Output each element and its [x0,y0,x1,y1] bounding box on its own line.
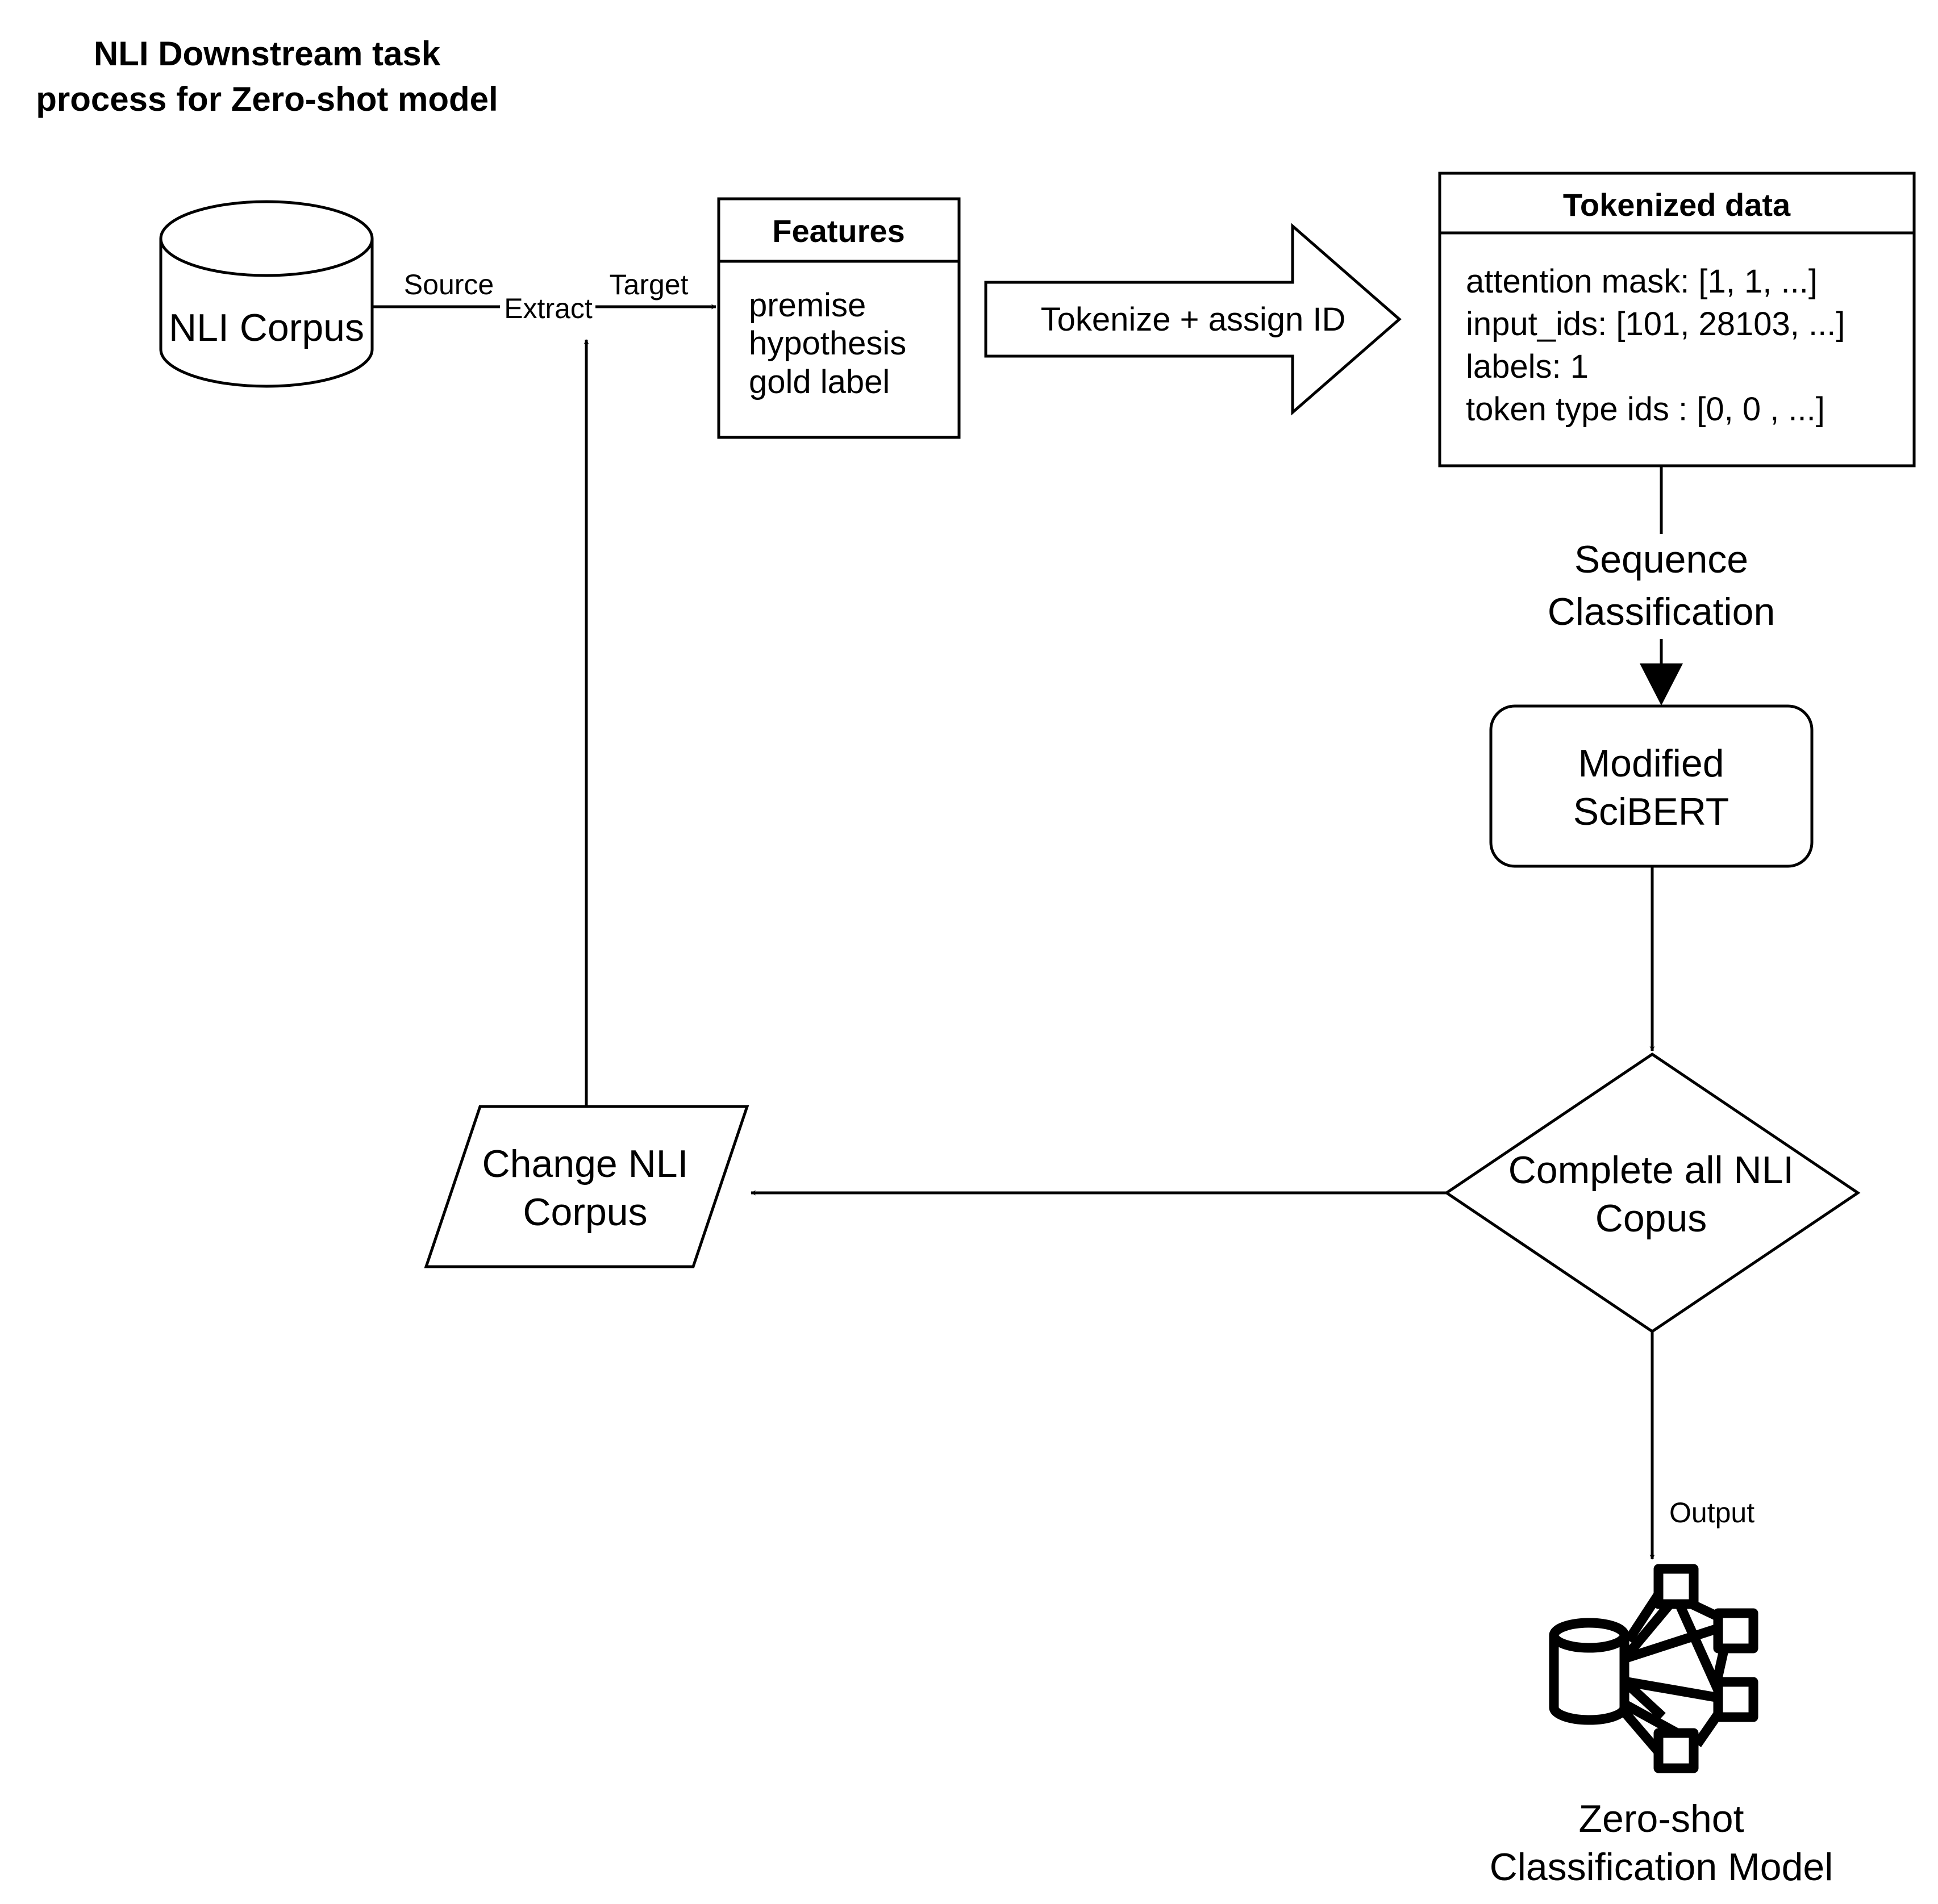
edge-source-label: Source [404,269,494,300]
diagram-title: NLI Downstream task process for Zero-sho… [36,35,498,118]
change-line-1: Change NLI [482,1142,689,1185]
zero-shot-model-label: Zero-shot Classification Model [1490,1797,1833,1889]
tokenized-item: token type ids : [0, 0 , ...] [1466,391,1825,428]
nli-corpus-cylinder: NLI Corpus [159,200,374,388]
nli-corpus-label: NLI Corpus [169,306,364,349]
features-item: gold label [749,364,890,400]
seq-class-line-1: Sequence [1574,538,1748,581]
edge-target-label: Target [610,269,689,300]
change-corpus-box: Change NLI Corpus [424,1105,749,1268]
model-line-2: SciBERT [1573,790,1729,833]
title-line-2: process for Zero-shot model [36,80,498,118]
final-line-2: Classification Model [1490,1845,1833,1889]
features-box: Features premise hypothesis gold label [717,197,961,439]
features-header: Features [772,213,905,249]
model-line-1: Modified [1578,742,1724,785]
tokenized-header: Tokenized data [1563,187,1791,223]
tokenized-item: attention mask: [1, 1, ...] [1466,263,1818,300]
decision-line-2: Copus [1595,1197,1707,1240]
sequence-classification-edge: Sequence Classification [1548,466,1776,705]
tokenize-label: Tokenize + assign ID [1041,301,1346,338]
database-network-icon [1549,1564,1758,1773]
tokenized-item: labels: 1 [1466,348,1589,385]
decision-line-1: Complete all NLI [1508,1149,1794,1192]
complete-corpus-decision: Complete all NLI Copus [1444,1052,1861,1334]
output-label: Output [1669,1497,1754,1529]
tokenized-item: input_ids: [101, 28103, ...] [1466,306,1845,343]
seq-class-line-2: Classification [1548,590,1776,633]
final-line-1: Zero-shot [1579,1797,1744,1840]
edge-extract-label: Extract [504,293,593,324]
features-item: premise [749,287,866,324]
change-line-2: Corpus [523,1191,647,1234]
title-line-1: NLI Downstream task [94,35,441,73]
extract-edge: Source Extract Target [372,269,716,324]
features-item: hypothesis [749,325,906,362]
modified-scibert-box: Modified SciBERT [1489,704,1814,868]
tokenized-data-box: Tokenized data attention mask: [1, 1, ..… [1438,172,1916,467]
output-edge: Output [1649,1331,1754,1560]
tokenize-arrow: Tokenize + assign ID [984,223,1402,416]
